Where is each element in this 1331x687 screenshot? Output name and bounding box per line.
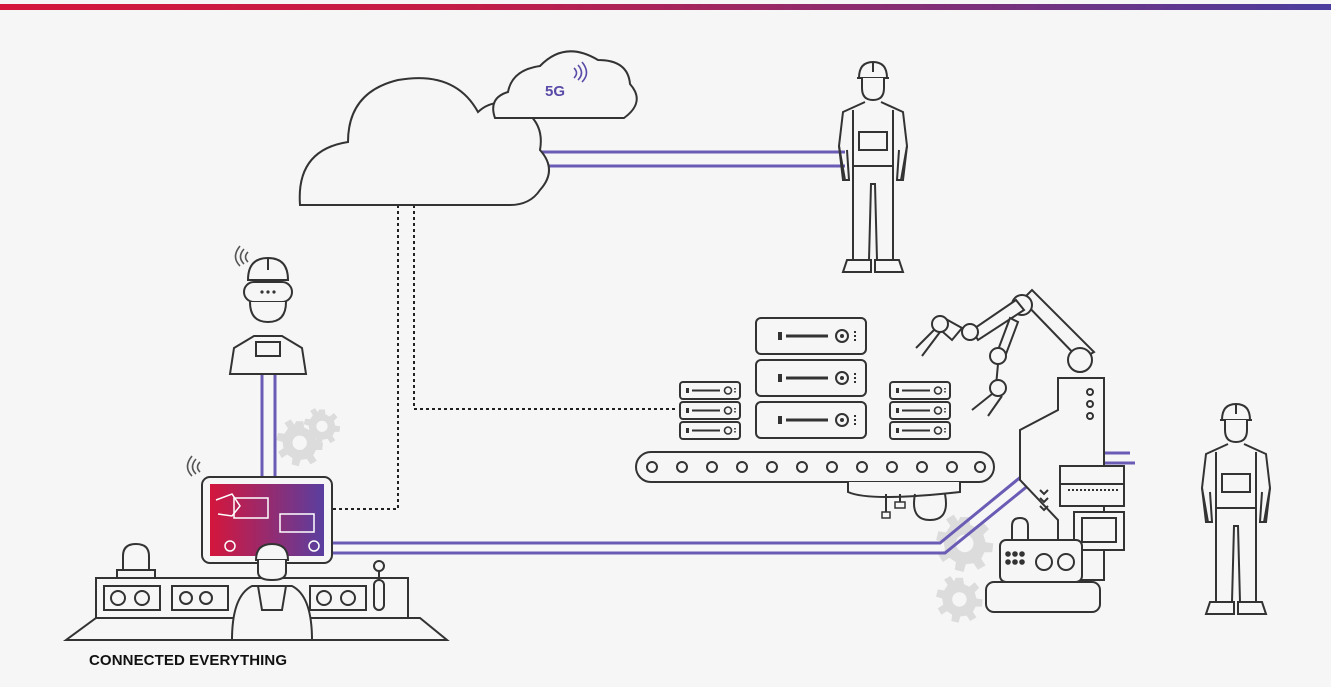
warning-beacon-icon [116, 542, 156, 579]
worker-icon [1201, 403, 1271, 615]
top-gradient-bar [0, 4, 1331, 10]
cloud-5g-label: 5G [545, 83, 565, 100]
diagram-caption: CONNECTED EVERYTHING [89, 652, 288, 669]
wireless-connection-lines [333, 205, 676, 510]
vr-headset-worker-icon [228, 256, 308, 375]
gear-icon [936, 576, 983, 623]
wireless-signal-icon [186, 455, 201, 477]
operator-icon [230, 542, 314, 641]
worker-icon [838, 61, 908, 273]
conveyor-belt-icon [635, 451, 995, 522]
cloud-icon [298, 77, 550, 206]
machine-icon [985, 516, 1101, 613]
wireless-signal-icon [234, 245, 249, 267]
robot-arm-icon [915, 288, 1125, 581]
small-cloud-5g-icon: 5G [492, 50, 638, 119]
tablet-screen-icon [201, 476, 333, 564]
server-rack-icon [679, 316, 951, 440]
